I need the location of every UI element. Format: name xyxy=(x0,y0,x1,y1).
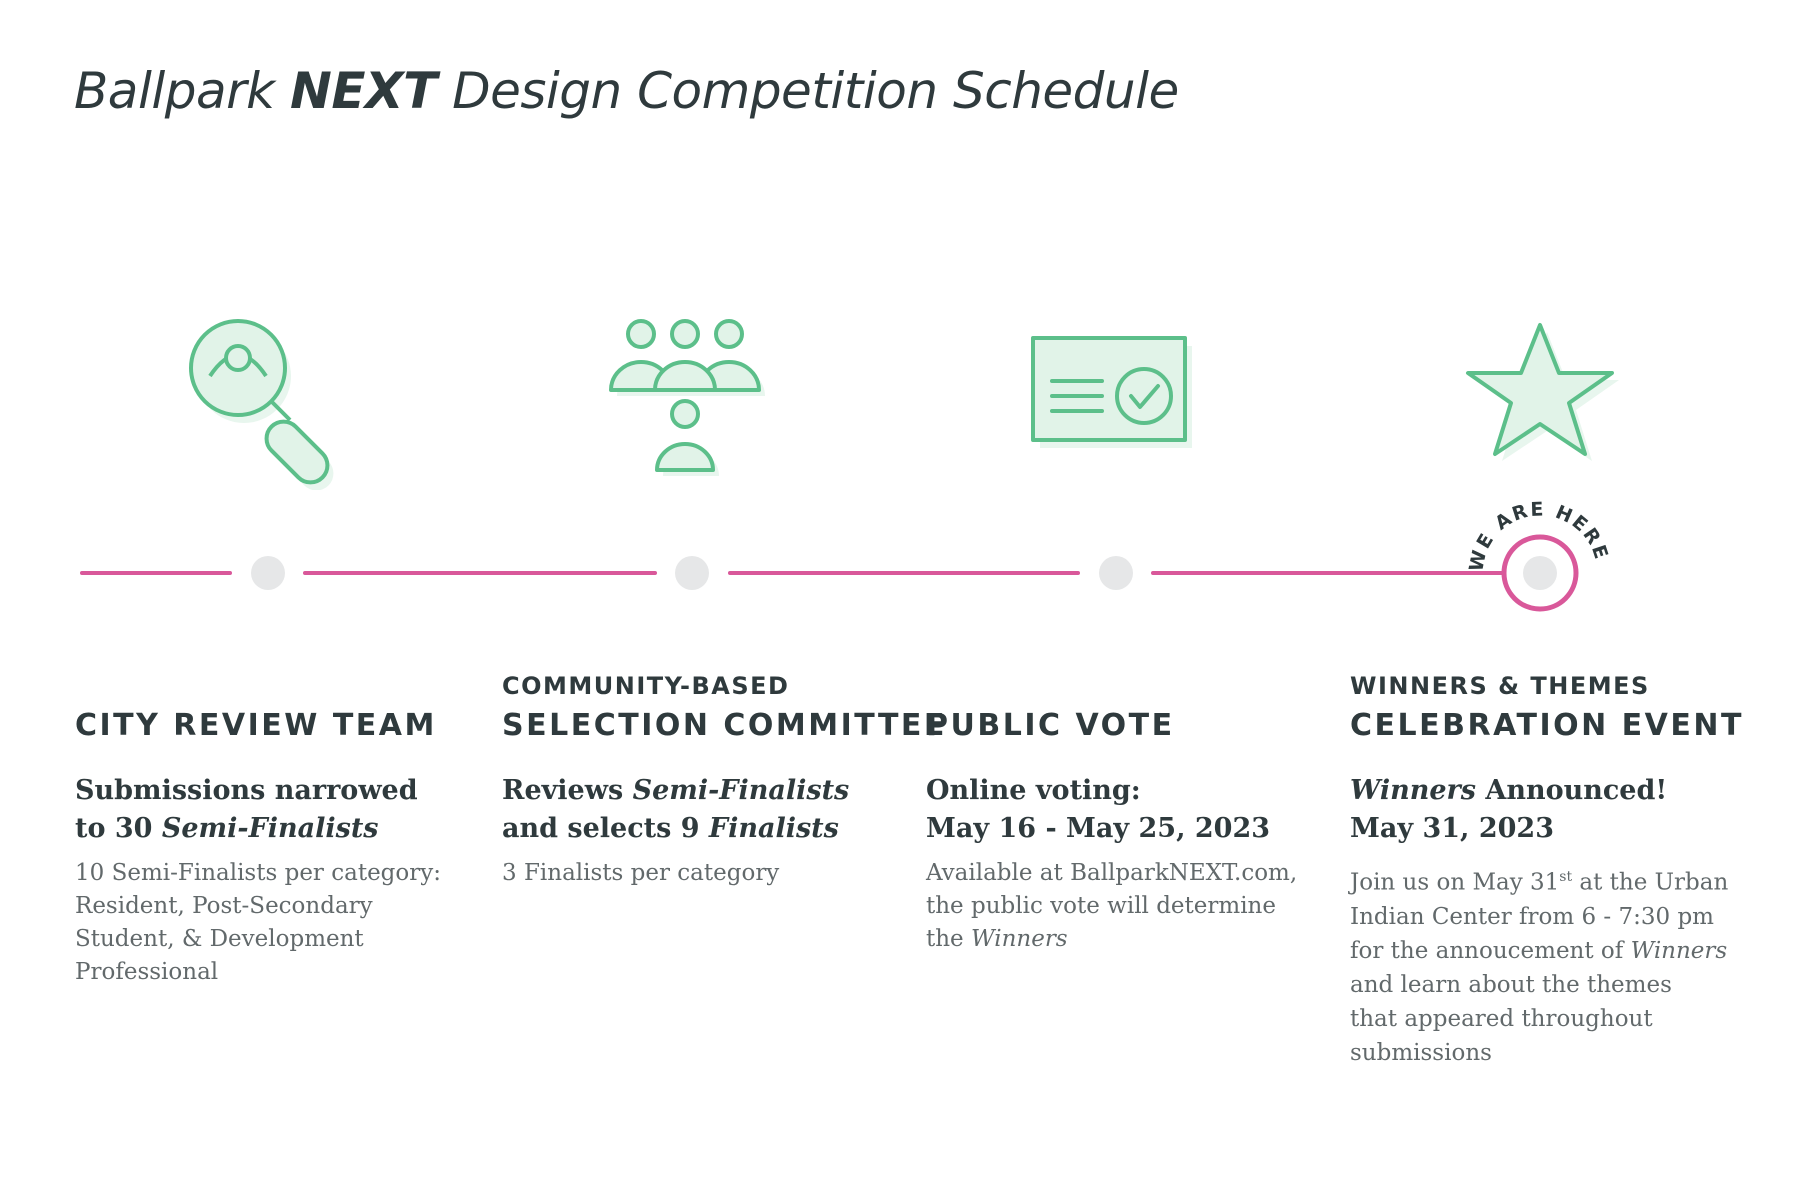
text-line: to 30 Semi-Finalists xyxy=(75,810,418,848)
text-line: Online voting: xyxy=(926,772,1270,810)
emphasis-text: Winners xyxy=(1350,775,1476,806)
text-run: submissions xyxy=(1350,1039,1492,1066)
superscript-text: st xyxy=(1559,869,1573,885)
text-run: Submissions narrowed xyxy=(75,775,418,806)
ballot-check-icon xyxy=(1030,335,1210,465)
stage-detail: Available at BallparkNEXT.com, the public… xyxy=(926,857,1297,956)
title-brand: NEXT xyxy=(290,62,437,120)
text-line: Resident, Post-Secondary xyxy=(75,890,441,923)
text-line: Student, & Development xyxy=(75,923,441,956)
text-line: Available at BallparkNEXT.com, xyxy=(926,857,1297,890)
text-line: 10 Semi-Finalists per category: xyxy=(75,857,441,890)
committee-group-icon xyxy=(605,310,785,480)
text-line: Winners Announced! xyxy=(1350,772,1667,810)
text-run: Reviews xyxy=(502,775,633,806)
milestone-dot-1 xyxy=(251,556,285,590)
emphasis-text: Finalists xyxy=(708,813,839,844)
text-run: and learn about the themes xyxy=(1350,971,1672,998)
text-line: Reviews Semi-Finalists xyxy=(502,772,849,810)
magnifier-eye-icon xyxy=(180,310,360,491)
text-run: May 16 - May 25, 2023 xyxy=(926,813,1271,844)
text-run: Indian Center from 6 - 7:30 pm xyxy=(1350,903,1714,930)
text-run: Online voting: xyxy=(926,775,1141,806)
text-line: submissions xyxy=(1350,1036,1728,1070)
text-run: Available at BallparkNEXT.com, xyxy=(926,860,1298,886)
stage-summary: Winners Announced!May 31, 2023 xyxy=(1350,772,1667,848)
text-line: Submissions narrowed xyxy=(75,772,418,810)
text-run: 10 Semi-Finalists per category: xyxy=(75,860,441,886)
text-line: Join us on May 31st at the Urban xyxy=(1350,860,1728,900)
stage-label: PUBLIC VOTE xyxy=(926,708,1175,743)
title-pre: Ballpark xyxy=(74,62,291,120)
text-line: and selects 9 Finalists xyxy=(502,810,849,848)
milestone-dot-2 xyxy=(675,556,709,590)
text-run: for the annoucement of xyxy=(1350,937,1631,964)
text-line: the Winners xyxy=(926,923,1297,956)
milestone-dot-4 xyxy=(1523,556,1557,590)
stage-summary: Submissions narrowed to 30 Semi-Finalists xyxy=(75,772,418,848)
text-line: 3 Finalists per category xyxy=(502,857,779,890)
text-line: Professional xyxy=(75,956,441,989)
emphasis-text: Winners xyxy=(1630,937,1728,964)
text-run: to 30 xyxy=(75,813,162,844)
stage-detail: 3 Finalists per category xyxy=(502,857,779,890)
text-run: Student, & Development xyxy=(75,926,364,952)
title-post: Design Competition Schedule xyxy=(436,62,1179,120)
text-run: at the Urban xyxy=(1572,869,1729,896)
stage-label-prefix: WINNERS & THEMES xyxy=(1350,672,1650,700)
emphasis-text: Winners xyxy=(970,926,1068,952)
stage-label: CELEBRATION EVENT xyxy=(1350,708,1744,743)
text-run: that appeared throughout xyxy=(1350,1005,1653,1032)
text-run: and selects 9 xyxy=(502,813,709,844)
text-run: Join us on May 31 xyxy=(1350,869,1560,896)
emphasis-text: Semi-Finalists xyxy=(632,775,850,806)
stage-summary: Online voting: May 16 - May 25, 2023 xyxy=(926,772,1270,848)
stage-label-prefix: COMMUNITY-BASED xyxy=(502,672,790,700)
text-run: Professional xyxy=(75,959,219,985)
text-line: May 16 - May 25, 2023 xyxy=(926,810,1270,848)
milestone-dot-3 xyxy=(1099,556,1133,590)
text-line: the public vote will determine xyxy=(926,890,1297,923)
text-run: May 31, 2023 xyxy=(1350,813,1554,844)
text-run: the xyxy=(926,926,971,952)
text-run: 3 Finalists per category xyxy=(502,860,780,886)
text-run: Resident, Post-Secondary xyxy=(75,893,373,919)
stage-detail: 10 Semi-Finalists per category: Resident,… xyxy=(75,857,441,989)
text-line: that appeared throughout xyxy=(1350,1002,1728,1036)
text-line: Indian Center from 6 - 7:30 pm xyxy=(1350,900,1728,934)
text-line: for the annoucement of Winners xyxy=(1350,934,1728,968)
emphasis-text: Semi-Finalists xyxy=(161,813,379,844)
text-line: and learn about the themes xyxy=(1350,968,1728,1002)
text-run: Announced! xyxy=(1475,775,1668,806)
page-title: Ballpark NEXT Design Competition Schedul… xyxy=(74,62,1179,120)
text-run: the public vote will determine xyxy=(926,893,1276,919)
text-line: May 31, 2023 xyxy=(1350,810,1667,848)
stage-label: CITY REVIEW TEAM xyxy=(75,708,437,743)
stage-label: SELECTION COMMITTEE xyxy=(502,708,947,743)
star-icon xyxy=(1455,322,1630,487)
